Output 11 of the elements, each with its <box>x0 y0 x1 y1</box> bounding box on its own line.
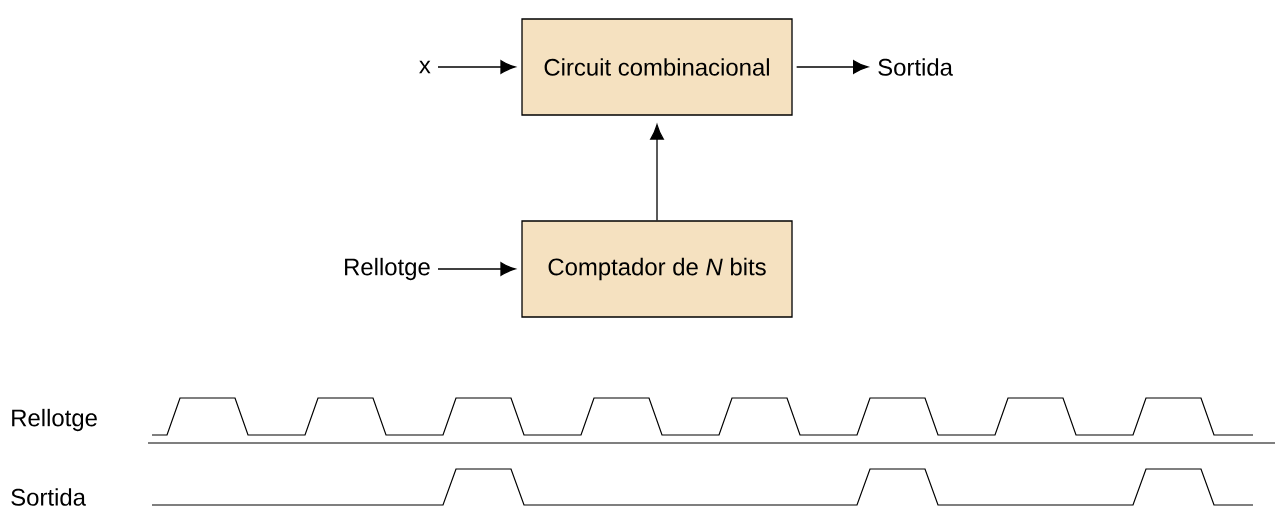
signal-label: Rellotge <box>12 408 97 432</box>
block-box: Circuit combinacional <box>521 18 793 116</box>
signal-label: Rellotge <box>345 257 430 281</box>
signal-label: Sortida <box>11 488 86 506</box>
arrow <box>437 60 516 74</box>
signal-label: Sortida <box>878 58 953 76</box>
block-box: Comptador de N bits <box>521 220 793 318</box>
arrow <box>650 124 664 221</box>
signal-label: x <box>419 60 431 74</box>
arrow <box>796 60 869 74</box>
arrow <box>437 262 516 276</box>
